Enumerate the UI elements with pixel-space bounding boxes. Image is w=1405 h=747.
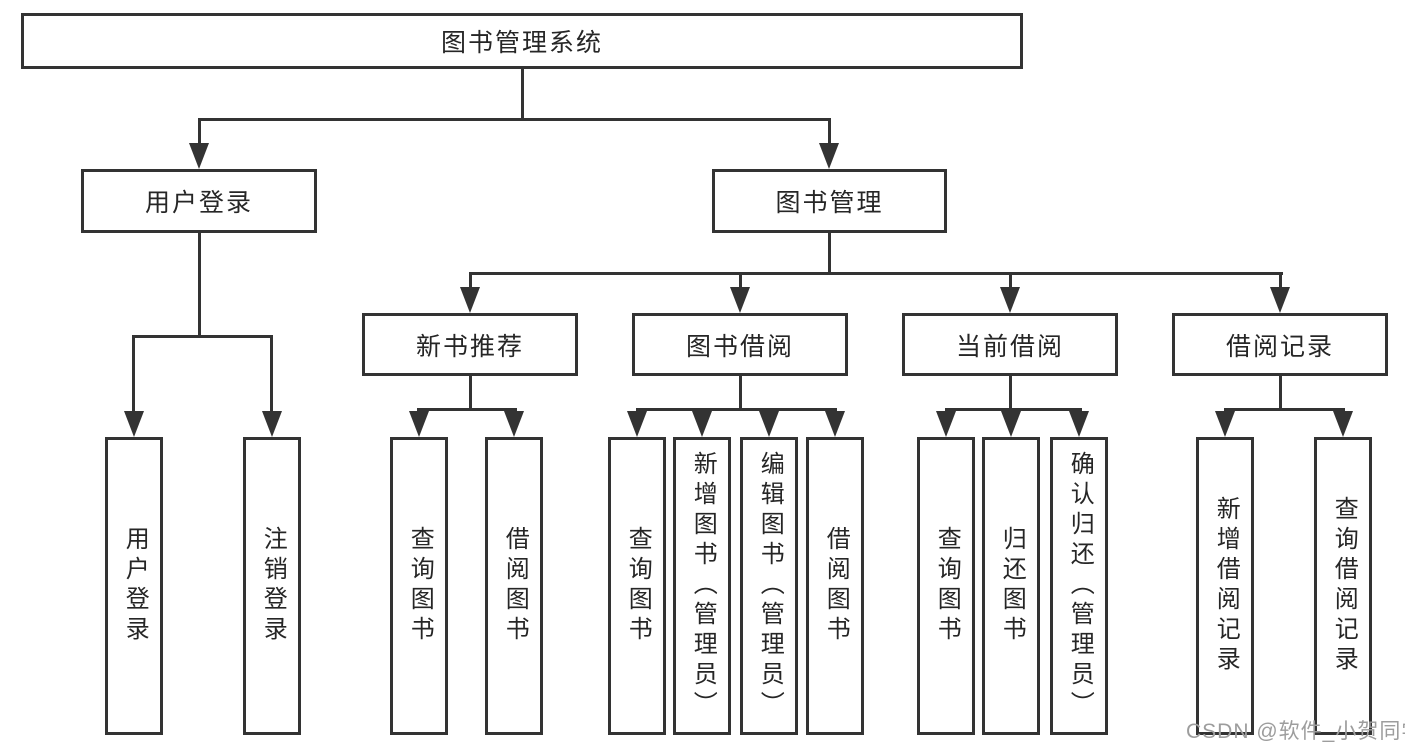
node-logout-leaf: 注销登录 [243,437,301,735]
arrowhead-to-edit-books-admin [759,411,779,437]
connector-borrowrecords-drop [1279,272,1282,292]
node-return-books: 归还图书 [982,437,1040,735]
node-book-borrow-label: 图书借阅 [685,332,794,361]
arrowhead-to-borrow-books-recommend [504,411,524,437]
arrowhead-to-return-books [1001,411,1021,437]
node-add-books-admin-label: 新增图书（管理员） [689,451,717,721]
csdn-watermark: CSDN @软件_小贺同学 [1186,720,1405,743]
connector-root-stub [521,69,524,121]
connector-userlogin-drop [198,118,201,148]
connector-newbook-drop [469,272,472,292]
arrowhead-to-user-login-leaf [124,411,144,437]
node-borrow-books-borrow: 借阅图书 [806,437,864,735]
node-logout-leaf-label: 注销登录 [259,526,287,646]
connector-newbook-stub [469,376,472,411]
node-edit-books-admin-label: 编辑图书（管理员） [756,451,784,721]
connector-level3-hline [469,272,1283,275]
node-add-borrow-record-label: 新增借阅记录 [1212,496,1240,676]
connector-borrowrecords-hline [1224,408,1345,411]
node-borrow-records-label: 借阅记录 [1225,332,1334,361]
arrowhead-to-new-book-recommend [460,287,480,313]
node-query-books-recommend-label: 查询图书 [406,526,434,646]
node-query-books-borrow-label: 查询图书 [624,526,652,646]
node-query-borrow-record-label: 查询借阅记录 [1330,496,1358,676]
arrowhead-to-add-borrow-record [1215,411,1235,437]
connector-userlogin-stub [198,233,201,337]
node-query-books-current-label: 查询图书 [933,526,961,646]
node-user-login-leaf-label: 用户登录 [121,526,149,646]
arrowhead-to-current-borrow [1000,287,1020,313]
node-query-books-recommend: 查询图书 [390,437,448,735]
arrowhead-to-logout-leaf [262,411,282,437]
arrowhead-to-borrow-books-borrow [825,411,845,437]
connector-bookmgmt-stub [828,233,831,275]
node-root-system-label: 图书管理系统 [440,29,603,57]
node-book-borrow: 图书借阅 [632,313,848,376]
connector-currentborrow-stub [1009,376,1012,411]
node-user-login: 用户登录 [81,169,317,233]
connector-userloginleaf-drop [132,335,135,415]
connector-logout-drop [270,335,273,415]
node-book-management: 图书管理 [712,169,947,233]
node-current-borrow-label: 当前借阅 [955,332,1064,361]
node-query-books-current: 查询图书 [917,437,975,735]
node-return-books-label: 归还图书 [998,526,1026,646]
node-borrow-books-borrow-label: 借阅图书 [822,526,850,646]
arrowhead-to-confirm-return-admin [1069,411,1089,437]
connector-bookmgmt-drop [828,118,831,148]
node-confirm-return-admin-label: 确认归还（管理员） [1066,451,1094,721]
arrowhead-to-query-books-current [936,411,956,437]
connector-bookborrow-hline [636,408,837,411]
arrowhead-to-book-management [819,143,839,169]
arrowhead-to-borrow-records [1270,287,1290,313]
node-root-system: 图书管理系统 [21,13,1023,69]
node-add-books-admin: 新增图书（管理员） [673,437,731,735]
node-query-borrow-record: 查询借阅记录 [1314,437,1372,735]
connector-newbook-hline [417,408,517,411]
connector-borrowrecords-stub [1279,376,1282,411]
node-confirm-return-admin: 确认归还（管理员） [1050,437,1108,735]
node-edit-books-admin: 编辑图书（管理员） [740,437,798,735]
arrowhead-to-book-borrow [730,287,750,313]
arrowhead-to-user-login [189,143,209,169]
node-add-borrow-record: 新增借阅记录 [1196,437,1254,735]
arrowhead-to-add-books-admin [692,411,712,437]
connector-bookborrow-drop [739,272,742,292]
node-user-login-label: 用户登录 [144,189,253,217]
node-user-login-leaf: 用户登录 [105,437,163,735]
arrowhead-to-query-borrow-record [1333,411,1353,437]
node-borrow-books-recommend-label: 借阅图书 [501,526,529,646]
node-current-borrow: 当前借阅 [902,313,1118,376]
connector-currentborrow-hline [945,408,1082,411]
node-book-management-label: 图书管理 [775,189,884,217]
connector-currentborrow-drop [1009,272,1012,292]
arrowhead-to-query-books-borrow [627,411,647,437]
node-new-book-recommend: 新书推荐 [362,313,578,376]
connector-userlogin-hline [132,335,273,338]
node-borrow-records: 借阅记录 [1172,313,1388,376]
node-new-book-recommend-label: 新书推荐 [415,332,524,361]
connector-level1-hline [198,118,831,121]
connector-bookborrow-stub [739,376,742,411]
node-query-books-borrow: 查询图书 [608,437,666,735]
arrowhead-to-query-books-recommend [409,411,429,437]
node-borrow-books-recommend: 借阅图书 [485,437,543,735]
